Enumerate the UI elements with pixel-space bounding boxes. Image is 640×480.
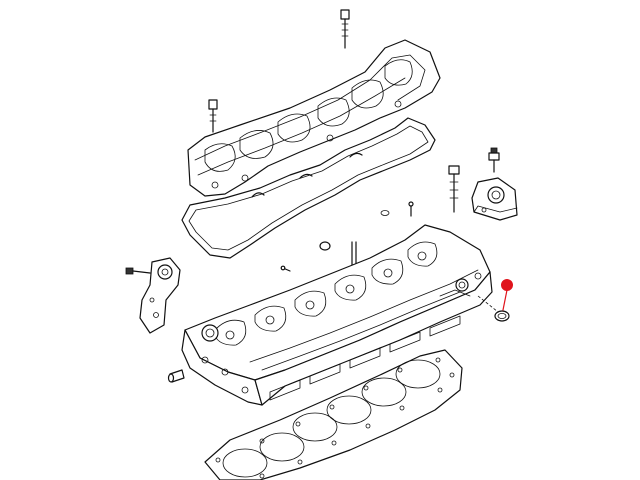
plug-seal [319, 241, 331, 251]
callout-pointer [502, 289, 508, 311]
cylinder-head-gasket [204, 349, 463, 480]
lifting-bracket-bolt [448, 165, 460, 213]
lifting-bracket-left [139, 257, 181, 334]
lifting-bracket-right [471, 177, 518, 221]
valve-cover-gasket [181, 117, 436, 259]
callout-marker[interactable] [501, 279, 513, 291]
valve-cover [187, 39, 441, 197]
locating-pin-left [280, 265, 291, 272]
locating-dowel-upper [408, 201, 414, 217]
leader-line [477, 295, 499, 313]
dowel-pin-front [167, 369, 185, 383]
valve-cover-bolt-top [340, 9, 350, 49]
valve-cover-bolt-left [208, 99, 218, 133]
lifting-bracket-left-bolt [125, 267, 151, 275]
seal-ring-part [494, 310, 510, 322]
sensor-stud [488, 147, 500, 173]
seal-washer-upper [380, 210, 390, 216]
cylinder-head [181, 224, 493, 406]
